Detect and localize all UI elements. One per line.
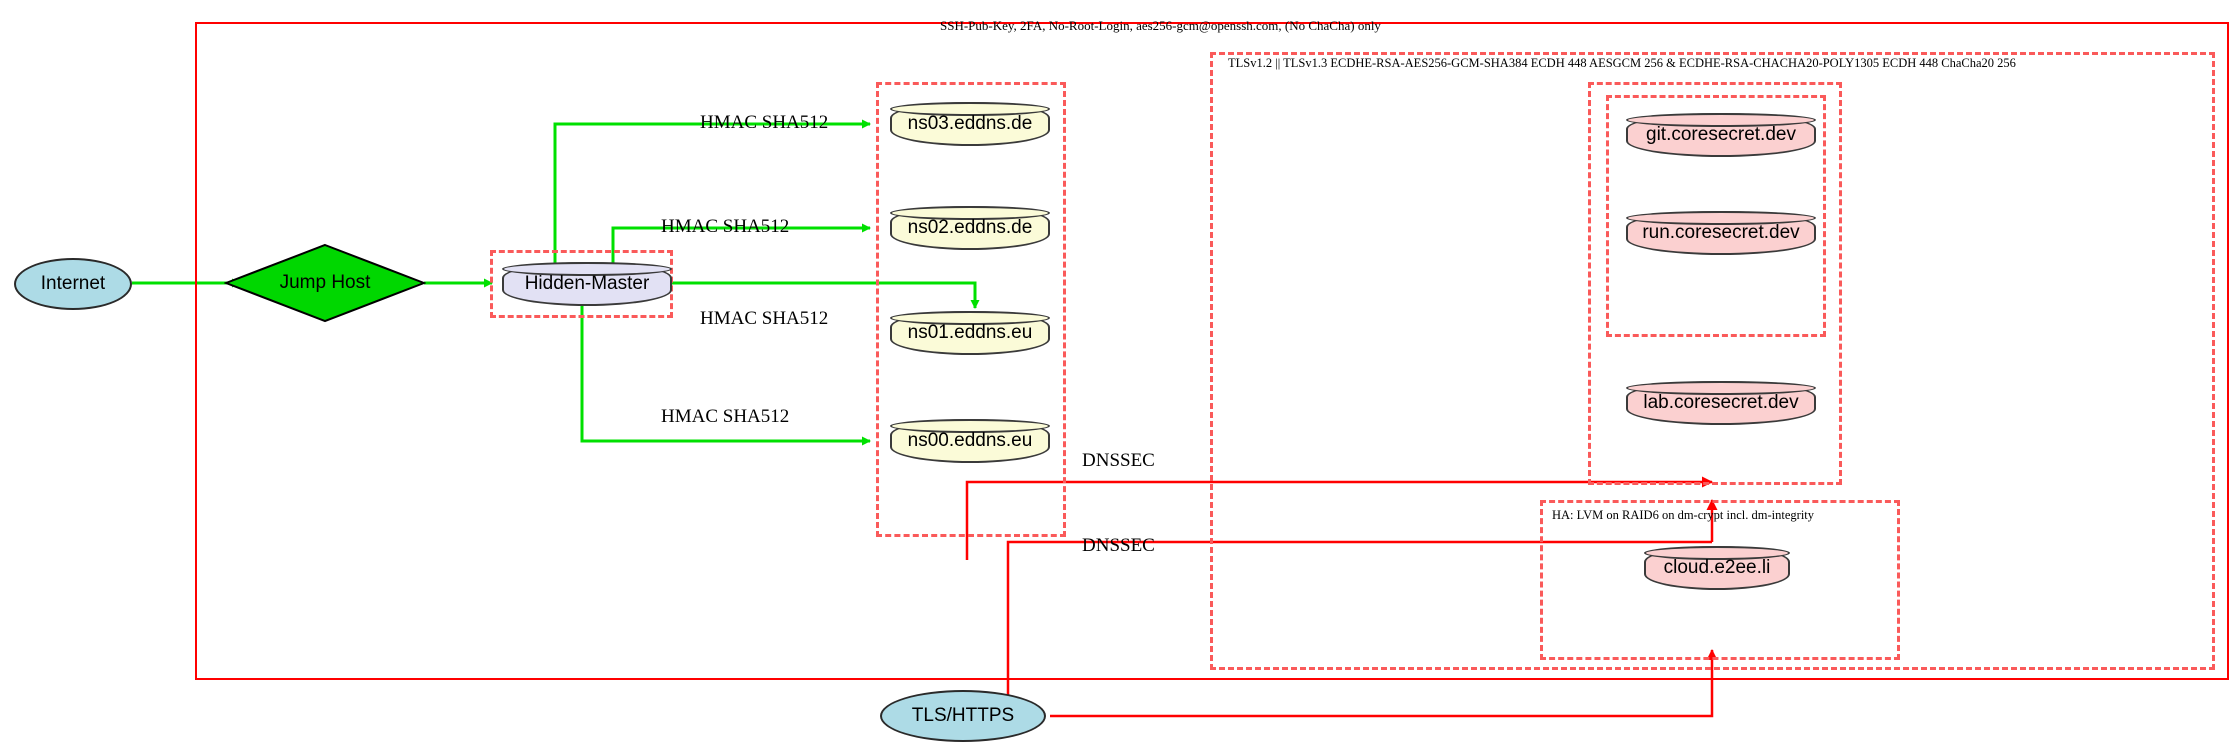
node-git-coresecret[interactable]: git.coresecret.dev bbox=[1626, 113, 1816, 157]
node-ns00[interactable]: ns00.eddns.eu bbox=[890, 419, 1050, 463]
edge-label-dnssec-1: DNSSEC bbox=[1082, 450, 1155, 471]
edge-label-hmac-ns00: HMAC SHA512 bbox=[661, 406, 790, 427]
cluster-ha-label: HA: LVM on RAID6 on dm-crypt incl. dm-in… bbox=[1552, 508, 1815, 522]
node-run-coresecret[interactable]: run.coresecret.dev bbox=[1626, 211, 1816, 255]
node-lab-coresecret-label: lab.coresecret.dev bbox=[1643, 392, 1799, 413]
edge-label-dnssec-2: DNSSEC bbox=[1082, 535, 1155, 556]
node-ns02[interactable]: ns02.eddns.de bbox=[890, 206, 1050, 250]
cluster-ssh-boundary bbox=[195, 22, 2229, 680]
node-ns01-label: ns01.eddns.eu bbox=[907, 322, 1033, 343]
cluster-dns-boundary bbox=[876, 82, 1066, 537]
node-ns01[interactable]: ns01.eddns.eu bbox=[890, 311, 1050, 355]
node-internet-label: Internet bbox=[40, 273, 106, 294]
node-lab-coresecret[interactable]: lab.coresecret.dev bbox=[1626, 381, 1816, 425]
edge-label-hmac-ns02: HMAC SHA512 bbox=[661, 216, 790, 237]
cluster-ha-boundary bbox=[1540, 500, 1900, 660]
node-jump-host-label: Jump Host bbox=[279, 272, 371, 293]
cluster-apps-boundary bbox=[1588, 82, 1842, 485]
edge-label-hmac-ns03: HMAC SHA512 bbox=[700, 112, 829, 133]
node-hidden-master[interactable]: Hidden-Master bbox=[502, 262, 672, 306]
node-ns03-label: ns03.eddns.de bbox=[907, 113, 1033, 134]
cluster-tls-boundary bbox=[1210, 52, 2215, 670]
edge-label-hmac-ns01: HMAC SHA512 bbox=[700, 308, 829, 329]
node-git-coresecret-label: git.coresecret.dev bbox=[1646, 124, 1796, 145]
node-tls-https-label: TLS/HTTPS bbox=[911, 705, 1015, 726]
node-hidden-master-label: Hidden-Master bbox=[524, 273, 650, 294]
node-internet[interactable]: Internet bbox=[14, 258, 132, 310]
node-run-coresecret-label: run.coresecret.dev bbox=[1642, 222, 1800, 243]
diamond-shape bbox=[224, 243, 426, 323]
node-tls-https[interactable]: TLS/HTTPS bbox=[880, 690, 1046, 742]
node-cloud-e2ee[interactable]: cloud.e2ee.li bbox=[1644, 546, 1790, 590]
node-ns00-label: ns00.eddns.eu bbox=[907, 430, 1033, 451]
cluster-tls-label: TLSv1.2 || TLSv1.3 ECDHE-RSA-AES256-GCM-… bbox=[1228, 56, 2016, 70]
node-jump-host[interactable]: Jump Host bbox=[224, 243, 426, 323]
node-cloud-e2ee-label: cloud.e2ee.li bbox=[1663, 557, 1771, 578]
node-ns03[interactable]: ns03.eddns.de bbox=[890, 102, 1050, 146]
cluster-ssh-label: SSH-Pub-Key, 2FA, No-Root-Login, aes256-… bbox=[940, 18, 1381, 33]
node-ns02-label: ns02.eddns.de bbox=[907, 217, 1033, 238]
cluster-apps-inner-boundary bbox=[1606, 95, 1826, 337]
